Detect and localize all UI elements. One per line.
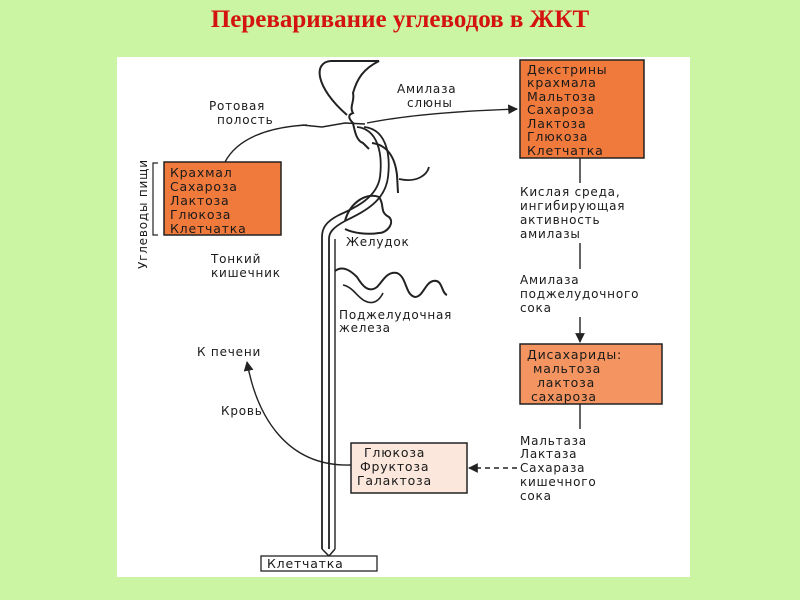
pancreas-label: железа [339, 321, 391, 335]
food-item: Лактоза [170, 193, 229, 208]
disaccharide-item: лактоза [537, 375, 595, 390]
food-item: Клетчатка [170, 221, 247, 236]
monosaccharides-box [350, 442, 468, 494]
pancreas-shape [334, 267, 448, 299]
saliva-amylase-label: Амилаза [397, 82, 456, 96]
mouth-product-item: Клетчатка [527, 143, 604, 158]
food-to-mouth-line [224, 124, 308, 163]
food-item: Крахмал [170, 165, 233, 180]
mouth-product-item: крахмала [527, 75, 597, 90]
monosaccharide-item: Фруктоза [360, 459, 429, 474]
oral-cavity-label: Ротовая [209, 99, 265, 113]
food-bracket [152, 162, 158, 236]
stomach-label: Желудок [346, 235, 410, 249]
esophagus [321, 126, 382, 549]
acidic-env-label: амилазы [520, 227, 581, 241]
page-title: Переваривание углеводов в ЖКТ [210, 6, 590, 33]
fiber-out-box [260, 555, 378, 572]
food-item: Глюкоза [170, 207, 231, 222]
blood-label: Кровь [221, 404, 263, 418]
disaccharide-item: Дисахариды: [527, 347, 622, 362]
neck-line [371, 142, 399, 194]
acidic-env-label: активность [520, 213, 600, 227]
acidic-env-label: ингибирующая [520, 199, 625, 213]
mouth-product-item: Лактоза [527, 116, 586, 131]
to-liver-arrow [243, 361, 352, 466]
pancreatic-amylase-label: сока [520, 301, 552, 315]
disaccharides-box [519, 343, 663, 405]
monosaccharide-item: Глюкоза [364, 445, 425, 460]
mouth-products-box [519, 59, 645, 159]
mouth-product-item: Мальтоза [527, 89, 596, 104]
stomach [344, 194, 393, 235]
oral-cavity-line [301, 122, 366, 128]
intestinal-enzyme-label: Сахараза [520, 461, 585, 475]
small-intestine-label: Тонкий [210, 252, 261, 266]
disaccharide-item: сахароза [531, 389, 597, 404]
fiber-out-label: Клетчатка [267, 556, 344, 571]
mouth-product-item: Декстрины [527, 62, 607, 77]
pancreatic-amylase-label: поджелудочного [520, 287, 639, 301]
intestinal-enzyme-label: Мальтаза [520, 434, 587, 448]
food-carbs-box [163, 161, 282, 236]
small-intestine-label: кишечник [211, 266, 281, 280]
mouth-product-item: Сахароза [527, 102, 595, 117]
acidic-env-label: Кислая среда, [520, 185, 620, 199]
head-profile [318, 60, 380, 150]
saliva-amylase-label: слюны [407, 96, 453, 110]
intestinal-enzyme-label: кишечного [520, 475, 597, 489]
mouth-product-item: Глюкоза [527, 129, 588, 144]
to-liver-label: К печени [197, 345, 261, 359]
diagram-panel: Крахмал Сахароза Лактоза Глюкоза Клетчат… [117, 57, 690, 577]
pancreatic-amylase-label: Амилаза [520, 273, 579, 287]
oral-cavity-label: полость [217, 113, 273, 127]
food-item: Сахароза [170, 179, 238, 194]
disaccharide-item: мальтоза [533, 361, 601, 376]
digestion-diagram: Крахмал Сахароза Лактоза Глюкоза Клетчат… [136, 59, 663, 572]
food-carbs-label: Углеводы пищи [136, 159, 150, 269]
monosaccharide-item: Галактоза [357, 473, 432, 488]
pancreas-label: Поджелудочная [339, 308, 452, 322]
intestinal-enzyme-label: сока [520, 489, 552, 503]
mouth-to-dextrins-arrow [366, 104, 518, 124]
intestinal-enzyme-label: Лактаза [520, 447, 577, 461]
